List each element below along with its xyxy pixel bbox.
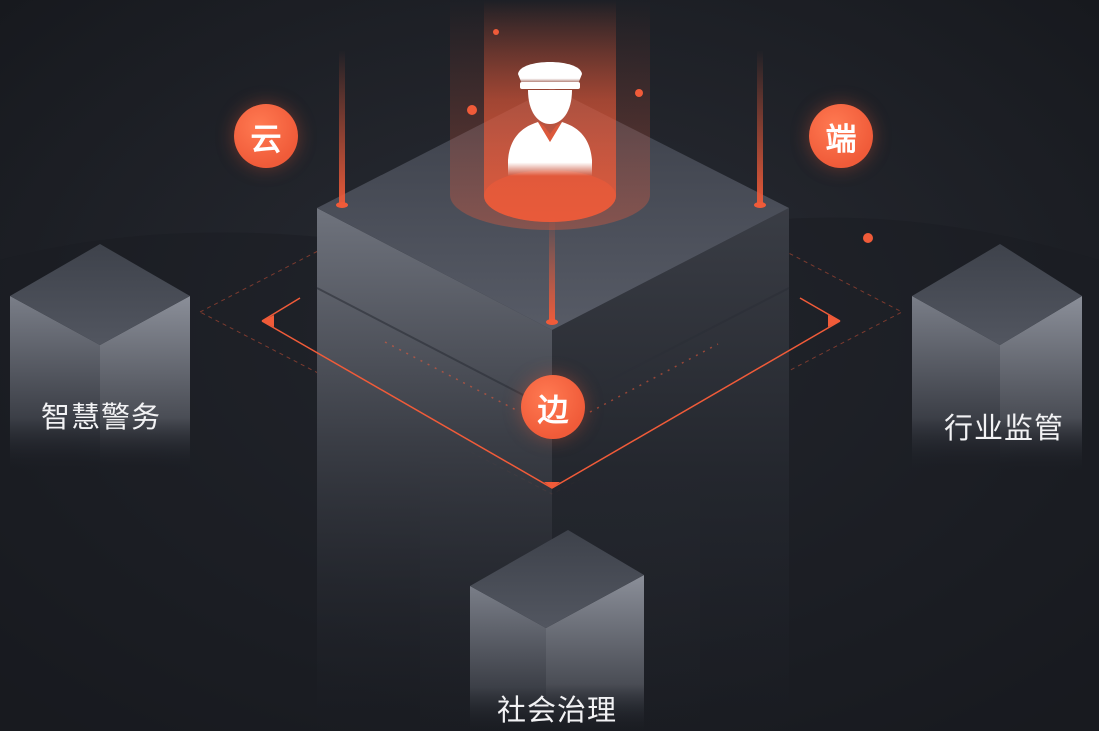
label-social-governance: 社会治理 [497,687,617,729]
particle [863,233,873,243]
particle [635,89,643,97]
cloud-badge: 云 [234,104,298,168]
glow-cylinder-floor [484,170,616,222]
label-industry-supervision: 行业监管 [944,405,1064,447]
center-beam [549,215,555,320]
edge-badge: 边 [521,375,585,439]
cloud-beam [339,50,345,205]
terminal-beam-base [754,202,766,208]
cloud-beam-base [336,202,348,208]
terminal-badge: 端 [809,104,873,168]
particle [467,105,477,115]
particle [493,29,499,35]
label-smart-police: 智慧警务 [41,394,161,436]
terminal-beam [757,50,763,205]
center-beam-base [546,319,558,325]
